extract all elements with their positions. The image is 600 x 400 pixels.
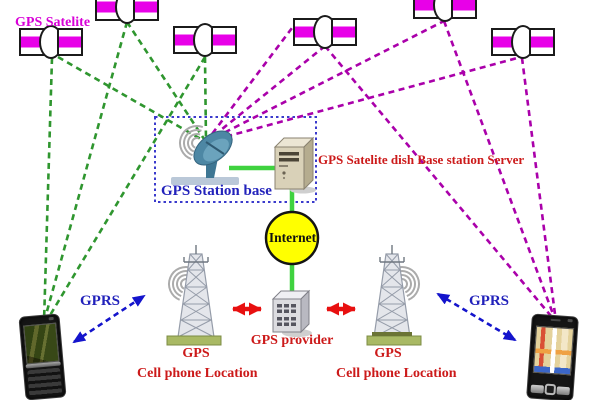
gps-tower-left-label: GPS [182,346,210,361]
phone-map-screen [23,322,60,365]
cell-tower-right-icon [367,245,424,345]
gps-provider-server-icon [271,289,312,337]
cell-phone-left-icon [18,313,67,400]
station-base-label: GPS Station base [161,183,272,199]
camera-dot-icon [48,316,54,321]
solar-panel-icon [529,28,555,56]
solar-panel-icon [331,18,357,46]
cell-location-left-label: Cell phone Location [137,366,258,381]
gprs-right-label: GPRS [469,293,510,309]
cell-location-right-label: Cell phone Location [336,366,457,381]
gps-satellite-icon [19,25,83,59]
cell-phone-right-icon [526,313,579,400]
phone-keypad [27,367,63,397]
gps-provider-label: GPS provider [250,333,334,348]
phone-map-screen [532,325,575,376]
dpad-key [543,383,556,396]
internet-node [264,210,320,266]
gprs-left-label: GPRS [80,293,121,309]
gps-satellite-icon [491,25,555,59]
gps-satellite-label: GPS Satelite [15,15,91,30]
base-station-server-icon [273,136,316,194]
solar-panel-icon [133,0,159,21]
gprs-links [72,292,517,344]
solar-panel-icon [451,0,477,19]
satellite-links-magenta [204,19,558,323]
gps-tower-right-label: GPS [374,346,402,361]
satellite-links-green [42,21,208,323]
gps-satellite-icon [413,0,477,22]
gps-satellite-icon [173,23,237,57]
left-softkey [530,384,545,394]
cell-tower-left-icon [164,245,221,345]
right-softkey [556,386,570,396]
internet-label: Internet [268,230,317,245]
base-station-server-label: GPS Satelite dish Base station Server [318,152,525,167]
gps-satellite-icon [95,0,159,24]
satellite-dish-icon [171,120,239,185]
station-base-box [154,116,317,203]
camera-dot-icon [567,318,573,323]
solar-panel-icon [57,28,83,56]
gps-satellite-icon [293,15,357,49]
solar-panel-icon [211,26,237,54]
